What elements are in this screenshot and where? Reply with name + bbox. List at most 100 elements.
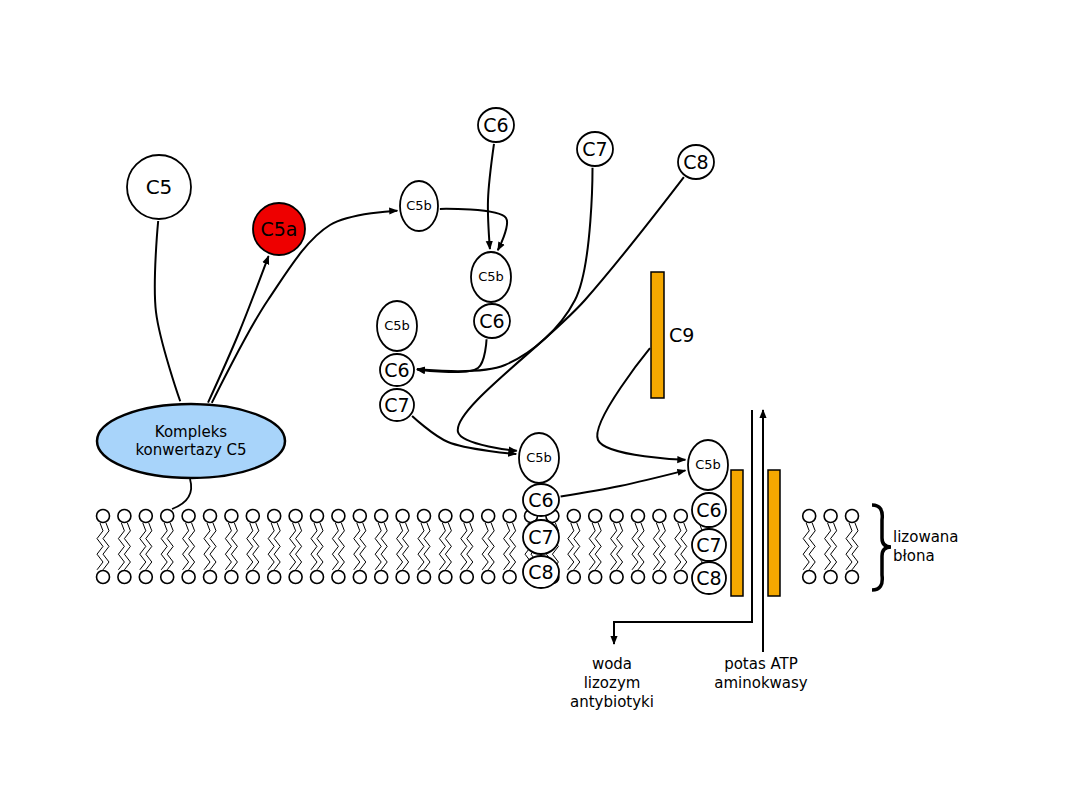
lipid-tail [461, 523, 467, 570]
node-text-box: C5a [252, 202, 306, 256]
node-ellipse [692, 493, 726, 527]
node-ellipse [519, 433, 559, 483]
lipid-head [311, 571, 324, 584]
lipid-head [182, 571, 195, 584]
lipid-head [418, 571, 431, 584]
lipid-head [418, 510, 431, 523]
reaction-arrow [417, 168, 593, 371]
lipid-head [824, 510, 837, 523]
node-label: C9 [669, 324, 694, 347]
lipid-tail [846, 523, 852, 570]
node-label: C5b [406, 198, 432, 214]
lipid-tail [638, 523, 644, 570]
node-label: C6 [479, 310, 504, 333]
complement-protein: C8 [677, 144, 715, 180]
lipid-head [97, 510, 110, 523]
node-ellipse [523, 484, 559, 516]
anaphylatoxin: C5a [252, 202, 306, 256]
lipid-head [289, 510, 302, 523]
lipid-tail [589, 523, 595, 570]
lipid-tail [290, 523, 296, 570]
lipid-head [118, 571, 131, 584]
lipid-tail [653, 523, 659, 570]
lipid-head [803, 510, 816, 523]
lipid-tail [247, 523, 253, 570]
lipid-head [653, 510, 666, 523]
node-label: C5b [695, 457, 721, 473]
complement-protein: C6 [522, 483, 560, 517]
node-label: C6 [528, 489, 553, 512]
complement-protein: C6 [691, 492, 727, 528]
lipid-tail [504, 523, 510, 570]
node-text-box: C7 [379, 388, 415, 422]
node-text-box: C5b [399, 180, 439, 232]
lipid-tail [611, 523, 617, 570]
reaction-arrow [417, 339, 487, 372]
node-ellipse [678, 145, 714, 179]
lipid-head [332, 571, 345, 584]
lipid-tail [659, 523, 665, 570]
lipid-tail [189, 523, 195, 570]
lipid-head [846, 510, 859, 523]
node-ellipse [471, 252, 511, 302]
lipid-tail [317, 523, 323, 570]
lipid-tail [274, 523, 280, 570]
node-text-box: C6 [477, 107, 515, 143]
node-ellipse [377, 301, 417, 351]
lipid-head [225, 510, 238, 523]
node-text-box: C8 [522, 555, 560, 589]
complement-protein: C7 [522, 519, 560, 555]
complement-protein: C7 [691, 528, 727, 562]
node-label: C8 [528, 561, 553, 584]
lipid-tail [167, 523, 173, 570]
lipid-tail [467, 523, 473, 570]
lipid-head [610, 571, 623, 584]
lipid-tail [595, 523, 601, 570]
node-text-box: C8 [677, 144, 715, 180]
node-label: C6 [696, 499, 721, 522]
complement-protein: C5b [687, 439, 729, 491]
lipid-tail [311, 523, 317, 570]
lipid-head [289, 571, 302, 584]
lipid-head [589, 510, 602, 523]
complement-protein: C6 [473, 303, 511, 339]
node-label: C5 [146, 175, 173, 199]
lipid-head [803, 571, 816, 584]
node-ellipse [253, 203, 305, 255]
lipid-head [653, 571, 666, 584]
node-ellipse [523, 556, 559, 588]
lipid-tail [354, 523, 360, 570]
complement-protein: C8 [522, 555, 560, 589]
lipid-head [246, 510, 259, 523]
lipid-head [311, 510, 324, 523]
node-text-box: C5b [470, 251, 512, 303]
lipid-tail [488, 523, 494, 570]
lipid-head [567, 510, 580, 523]
lipid-head [824, 571, 837, 584]
lipid-tail [296, 523, 302, 570]
lipid-head [674, 510, 687, 523]
lipid-head [268, 510, 281, 523]
lipid-head [97, 571, 110, 584]
lipid-tail [632, 523, 638, 570]
node-text-box: C7 [522, 519, 560, 555]
node-text-box: C7 [691, 528, 727, 562]
node-ellipse [127, 155, 191, 219]
node-text-box: C5b [687, 439, 729, 491]
complement-protein: C7 [576, 131, 614, 167]
complement-protein: C5b [376, 300, 418, 352]
influx-arrow [762, 410, 764, 652]
complement-protein: C8 [691, 561, 727, 595]
lipid-tail [803, 523, 809, 570]
node-ellipse [478, 108, 514, 142]
lipid-tail [574, 523, 580, 570]
lipid-head [204, 571, 217, 584]
lipid-head [332, 510, 345, 523]
node-text-box: C7 [576, 131, 614, 167]
complement-protein: C5b [470, 251, 512, 303]
node-ellipse [692, 529, 726, 561]
node-label: C8 [696, 567, 721, 590]
node-ellipse [523, 520, 559, 554]
reaction-arrow [440, 209, 507, 250]
